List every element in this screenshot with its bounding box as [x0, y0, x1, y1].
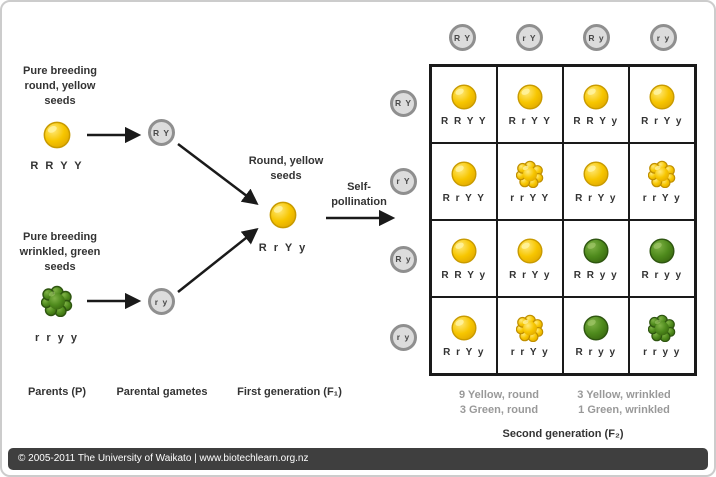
copyright-footer: © 2005-2011 The University of Waikato | …: [8, 448, 708, 470]
punnett-cell: r r y y: [629, 297, 695, 374]
seed-round-yellow-icon: [450, 83, 478, 111]
punnett-cell: R r y y: [563, 297, 629, 374]
punnett-genotype: r r Y Y: [510, 192, 550, 204]
gamete-circle: r y: [650, 24, 677, 51]
punnett-genotype: r r y y: [643, 346, 681, 358]
punnett-genotype: R r y y: [641, 269, 683, 281]
punnett-cell: R r Y Y: [497, 66, 563, 143]
ratio-line: 3 Yellow, wrinkled: [577, 389, 671, 401]
ratio-summary-right: 3 Yellow, wrinkled 1 Green, wrinkled: [554, 388, 694, 418]
seed-wrinkled-yellow-icon: [516, 160, 544, 188]
seed-round-green-icon: [582, 314, 610, 342]
punnett-cell: r r Y y: [497, 297, 563, 374]
gamete-circle: R Y: [390, 89, 417, 117]
seed-round-yellow-icon: [450, 160, 478, 188]
gamete-circle: r Y: [516, 24, 543, 51]
seed-round-yellow-icon: [42, 120, 72, 150]
seed-round-green-icon: [648, 237, 676, 265]
punnett-genotype: r r Y y: [510, 346, 550, 358]
seed-round-yellow-icon: [516, 83, 544, 111]
punnett-cell: R r Y y: [629, 66, 695, 143]
punnett-cell: R R Y Y: [431, 66, 497, 143]
punnett-genotype: R r Y Y: [442, 192, 486, 204]
punnett-genotype: R r Y y: [443, 346, 485, 358]
punnett-row-headers: R Y r Y R y r y: [390, 64, 417, 376]
punnett-cell: R r y y: [629, 220, 695, 297]
f1-description: Round, yellow seeds: [248, 155, 324, 182]
punnett-genotype: R r Y y: [575, 192, 617, 204]
seed-wrinkled-green-icon: [41, 285, 73, 317]
punnett-cell: R r Y y: [497, 220, 563, 297]
punnett-cell: R R Y y: [563, 66, 629, 143]
seed-wrinkled-green-icon: [648, 314, 676, 342]
parent2-gamete-circle: r y: [148, 288, 175, 315]
punnett-genotype: R R Y y: [441, 269, 487, 281]
punnett-cell: r r Y y: [629, 143, 695, 220]
gamete-circle: R y: [583, 24, 610, 51]
punnett-cell: r r Y Y: [497, 143, 563, 220]
punnett-cell: R r Y y: [431, 297, 497, 374]
seed-wrinkled-yellow-icon: [516, 314, 544, 342]
gamete-circle: r Y: [390, 167, 417, 195]
ratio-line: 1 Green, wrinkled: [578, 404, 670, 416]
stage-label-second-generation: Second generation (F₂): [502, 428, 624, 440]
punnett-genotype: R r Y y: [509, 269, 551, 281]
seed-round-yellow-icon: [516, 237, 544, 265]
arrow-gamete2-to-f1: [177, 227, 259, 293]
gamete-circle: r y: [390, 323, 417, 351]
seed-round-yellow-icon: [648, 83, 676, 111]
punnett-cell: R r Y y: [563, 143, 629, 220]
seed-round-yellow-icon: [450, 237, 478, 265]
ratio-summary-left: 9 Yellow, round 3 Green, round: [429, 388, 569, 418]
punnett-genotype: R r Y y: [641, 115, 683, 127]
gamete-circle: R y: [390, 245, 417, 273]
stage-label-first-generation: First generation (F₁): [237, 386, 342, 398]
punnett-genotype: r r Y y: [642, 192, 682, 204]
stage-label-parental-gametes: Parental gametes: [116, 386, 208, 398]
punnett-grid: R R Y Y R r Y Y R R Y y R r Y y R r Y Y r r Y…: [429, 64, 697, 376]
punnett-genotype: R R y y: [573, 269, 619, 281]
punnett-cell: R R y y: [563, 220, 629, 297]
seed-round-yellow-icon: [268, 200, 298, 230]
seed-round-yellow-icon: [582, 160, 610, 188]
punnett-genotype: R r y y: [575, 346, 617, 358]
punnett-genotype: R R Y y: [573, 115, 619, 127]
seed-round-yellow-icon: [582, 83, 610, 111]
punnett-cell: R r Y Y: [431, 143, 497, 220]
punnett-genotype: R R Y Y: [440, 115, 488, 127]
parent1-genotype: R R Y Y: [30, 160, 84, 172]
parent2-description: Pure breeding wrinkled, green seeds: [19, 231, 101, 273]
parent1-gamete-circle: R Y: [148, 119, 175, 146]
punnett-cell: R R Y y: [431, 220, 497, 297]
gamete-circle: R Y: [449, 24, 476, 51]
seed-round-green-icon: [582, 237, 610, 265]
stage-label-parents: Parents (P): [27, 386, 87, 398]
seed-round-yellow-icon: [450, 314, 478, 342]
parent1-description: Pure breeding round, yellow seeds: [23, 65, 97, 107]
parent2-genotype: r r y y: [35, 332, 79, 344]
ratio-line: 3 Green, round: [459, 404, 539, 416]
f1-genotype: R r Y y: [258, 242, 308, 254]
punnett-genotype: R r Y Y: [508, 115, 552, 127]
ratio-line: 9 Yellow, round: [458, 389, 540, 401]
seed-wrinkled-yellow-icon: [648, 160, 676, 188]
self-pollination-label: Self-pollination: [331, 181, 387, 208]
